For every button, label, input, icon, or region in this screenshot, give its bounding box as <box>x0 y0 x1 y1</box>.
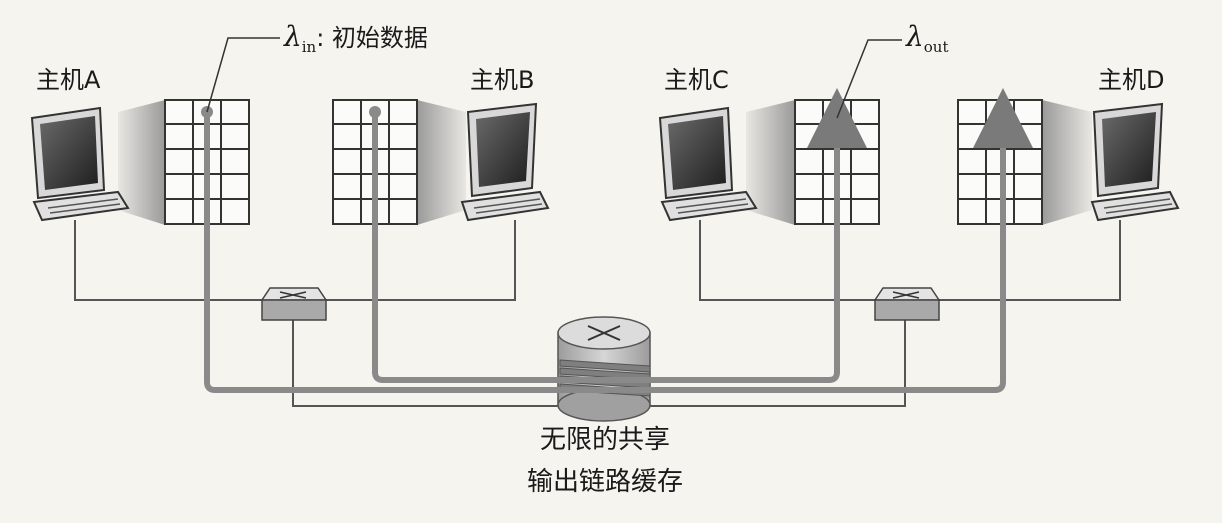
host-d-buffer-fan <box>1042 100 1092 225</box>
host-b-label: 主机B <box>470 66 534 94</box>
host-b: 主机B <box>333 66 548 225</box>
left-switch-icon <box>262 288 326 320</box>
router-caption-line1: 无限的共享 <box>540 425 670 455</box>
host-d-label: 主机D <box>1098 66 1164 94</box>
lambda-out-label: λout <box>905 20 948 56</box>
host-a: 主机A <box>32 66 249 225</box>
host-a-computer-icon <box>32 108 128 220</box>
host-d: 主机D <box>958 66 1178 225</box>
host-c-computer-icon <box>660 108 756 220</box>
host-b-computer-icon <box>462 104 548 220</box>
router-caption-line2: 输出链路缓存 <box>527 467 683 497</box>
host-a-label: 主机A <box>36 66 101 94</box>
flow-b-source-dot <box>369 106 381 118</box>
lambda-in-label: λin: 初始数据 <box>283 20 428 56</box>
host-d-computer-icon <box>1092 104 1178 220</box>
host-b-buffer-fan <box>417 100 466 225</box>
right-switch-icon <box>875 288 939 320</box>
host-c: 主机C <box>660 66 879 225</box>
host-c-label: 主机C <box>664 66 729 94</box>
router-icon <box>558 317 650 421</box>
